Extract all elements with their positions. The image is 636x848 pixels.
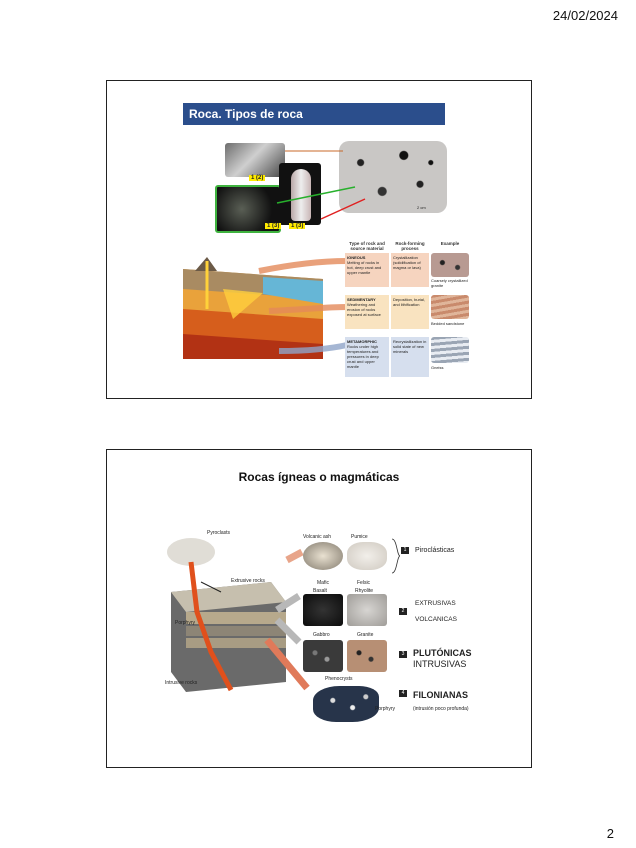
volcanic-ash-label: Volcanic ash xyxy=(303,534,331,540)
granite-example-photo xyxy=(431,253,469,277)
metamorphic-type-cell: METAMORPHIC Rocks under high temperature… xyxy=(345,337,389,377)
category-label-pyroclastic: Piroclásticas xyxy=(415,547,454,554)
basalt-sample xyxy=(303,594,343,626)
photo-tag-2: 1 (3) xyxy=(265,223,281,229)
sedimentary-process-cell: Deposition, burial, and lithification xyxy=(391,295,429,329)
category-label-intrusive: INTRUSIVAS xyxy=(413,659,466,669)
igneous-example-caption: Coarsely crystallized granite xyxy=(431,278,471,288)
sedimentary-type-cell: SEDIMENTARY Weathering and erosion of ro… xyxy=(345,295,389,329)
pumice-sample xyxy=(347,542,387,570)
metamorphic-process-cell: Recrystallization in solid state of new … xyxy=(391,337,429,377)
sedimentary-example-caption: Bedded sandstone xyxy=(431,321,471,326)
category-label-dike: FILONIANAS xyxy=(413,690,468,700)
igneous-process-cell: Crystallization (solidification of magma… xyxy=(391,253,429,287)
classification-arrows xyxy=(207,530,367,710)
table-header-example: Example xyxy=(431,241,469,246)
igneous-type-cell: IGNEOUS Melting of rocks in hot, deep cr… xyxy=(345,253,389,287)
porphyry-label: Porphyry xyxy=(375,706,395,712)
slide-title: Roca. Tipos de roca xyxy=(183,103,445,125)
print-date: 24/02/2024 xyxy=(553,8,618,23)
table-header-type: Type of rock and source material xyxy=(345,241,389,251)
category-label-extrusive: EXTRUSIVAS xyxy=(415,600,456,607)
category-number-1: 1 xyxy=(401,547,409,554)
felsic-label: Felsic xyxy=(357,580,370,586)
slide-title: Rocas ígneas o magmáticas xyxy=(107,470,531,484)
igneous-type-desc: Melting of rocks in hot, deep crust and … xyxy=(347,260,387,275)
sedimentary-type-desc: Weathering and erosion of rocks exposed … xyxy=(347,302,387,317)
phenocrysts-label: Phenocrysts xyxy=(325,676,353,682)
volcanic-ash-sample xyxy=(303,542,343,570)
category-label-plutonic: PLUTÓNICAS xyxy=(413,648,472,658)
category-label-volcanic: VOLCANICAS xyxy=(415,616,457,623)
photo-scale: 2 cm xyxy=(417,205,426,210)
metamorphic-example-caption: Gneiss xyxy=(431,365,471,370)
page-number: 2 xyxy=(607,826,614,841)
rock-photo-collage: 1 (2) 1 (3) 1 (3) 2 cm xyxy=(215,141,451,233)
category-note-shallow: (intrusión poco profunda) xyxy=(413,706,473,712)
pumice-label: Pumice xyxy=(351,534,368,540)
mafic-label: Mafic xyxy=(317,580,329,586)
gabbro-sample xyxy=(303,640,343,672)
sandstone-example-photo xyxy=(431,295,469,319)
bracket-1 xyxy=(391,538,401,574)
slide-igneous-rocks: Rocas ígneas o magmáticas Pyroclasts Ext… xyxy=(106,449,532,768)
rhyolite-sample xyxy=(347,594,387,626)
category-number-3: 3 xyxy=(399,651,407,658)
gabbro-label: Gabbro xyxy=(313,632,330,638)
granite-label: Granite xyxy=(357,632,373,638)
slide-rock-types: Roca. Tipos de roca 1 (2) 1 (3) 1 (3) 2 … xyxy=(106,80,532,399)
rock-cycle-diagram: Type of rock and source material Rock-fo… xyxy=(169,241,469,391)
porphyry-block-label: Porphyry xyxy=(175,620,195,626)
metamorphic-type-desc: Rocks under high temperatures and pressu… xyxy=(347,344,387,369)
category-number-4: 4 xyxy=(399,690,407,697)
table-header-process: Rock-forming process xyxy=(391,241,429,251)
granite-sample xyxy=(347,640,387,672)
intrusive-label: Intrusive rocks xyxy=(165,680,197,686)
category-number-2: 2 xyxy=(399,608,407,615)
porphyry-sample xyxy=(313,686,379,722)
photo-tag-3: 1 (3) xyxy=(289,223,305,229)
gneiss-example-photo xyxy=(431,337,469,363)
collage-arrows xyxy=(215,141,451,233)
photo-tag-1: 1 (2) xyxy=(249,175,265,181)
